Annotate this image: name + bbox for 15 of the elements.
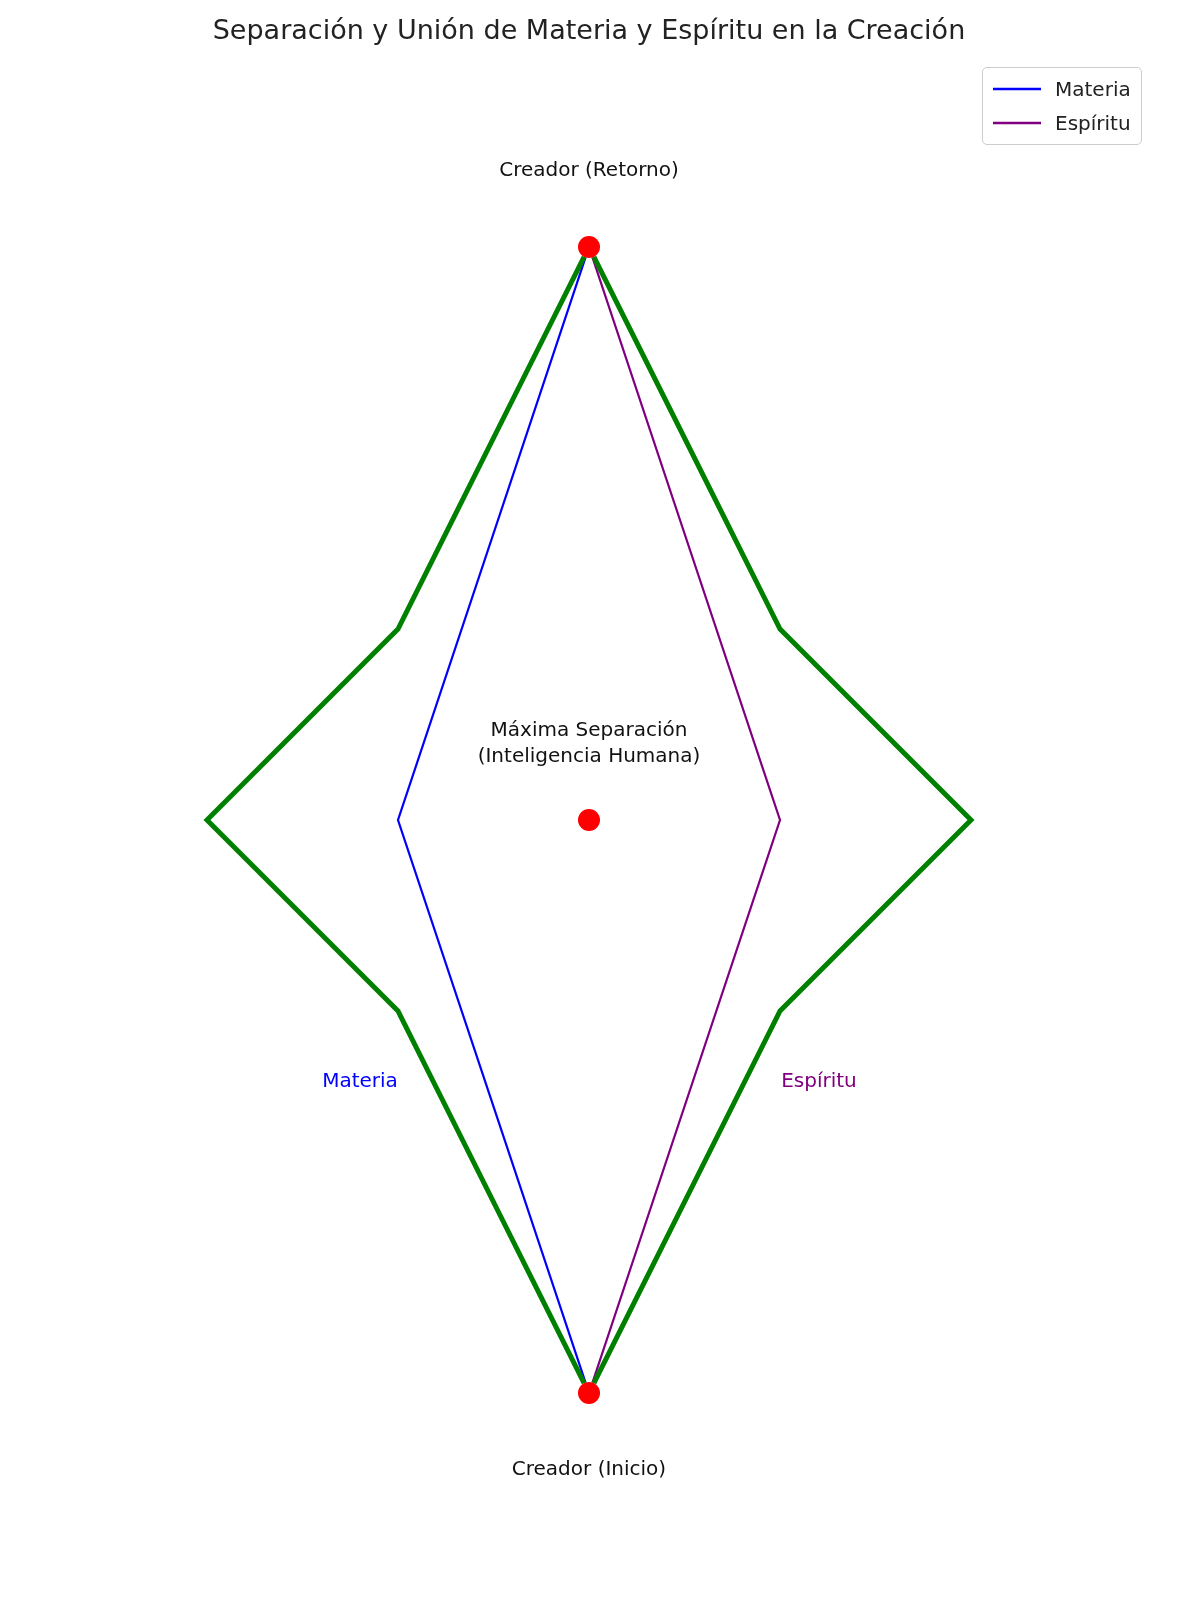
legend-label: Espíritu [1055, 111, 1131, 135]
line-path [203, 255, 587, 1385]
line-path [591, 255, 975, 1385]
point-circle [578, 1382, 600, 1404]
point-label: Creador (Inicio) [510, 1455, 668, 1481]
legend-label: Materia [1055, 77, 1131, 101]
point-label: Creador (Retorno) [498, 156, 680, 182]
point-circle [578, 809, 600, 831]
line-path [396, 257, 587, 1383]
series-label: Espíritu [780, 1068, 858, 1092]
series-label: Materia [321, 1068, 399, 1092]
line-path [591, 257, 782, 1383]
chart-title: Separación y Unión de Materia y Espíritu en la Creación [211, 14, 967, 45]
point-circle [578, 236, 600, 258]
point-label: Máxima Separación (Inteligencia Humana) [476, 716, 702, 768]
